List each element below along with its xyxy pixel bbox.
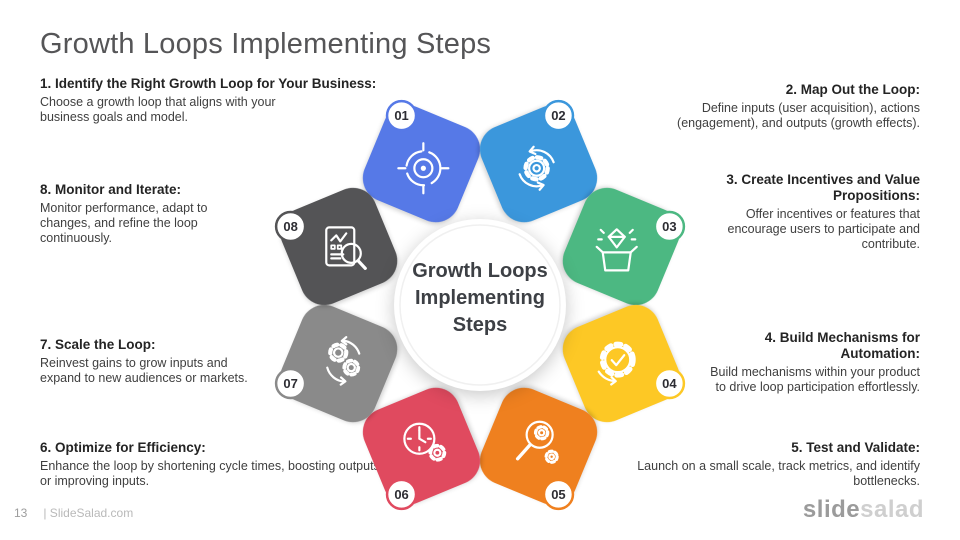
step-block-6: 6. Optimize for Efficiency: Enhance the … [40,440,420,489]
step-8-description: Monitor performance, adapt to changes, a… [40,201,208,245]
footer-source-link[interactable]: | SlideSalad.com [43,506,134,520]
center-title-line3: Steps [452,314,508,336]
step-2-title: 2. Map Out the Loop: [785,82,920,97]
step-number-badge-label: 06 [394,487,408,502]
center-title-line2: Implementing [414,287,545,309]
petal-step-05: 05 [479,387,598,511]
petal-shape [362,105,481,223]
step-block-3: 3. Create Incentives and Value Propositi… [580,172,920,252]
step-2-description: Define inputs (user acquisition), action… [677,101,920,131]
petal-shape [479,105,598,223]
petal-shape [280,304,398,423]
step-number-badge-label: 07 [283,376,297,391]
diagram-center-circle [394,219,566,391]
petal-step-04: 04 [562,304,686,423]
step-number-badge [274,367,307,400]
step-number-badge [274,210,307,243]
step-6-title: 6. Optimize for Efficiency: [40,440,206,455]
step-number-badge-label: 08 [283,219,297,234]
step-block-7: 7. Scale the Loop: Reinvest gains to gro… [40,337,380,386]
step-1-description: Choose a growth loop that aligns with yo… [40,95,276,125]
step-6-description: Enhance the loop by shortening cycle tim… [40,459,384,489]
step-number-badge-label: 02 [551,108,565,123]
petal-step-02: 02 [479,99,598,223]
logo-part-slide: slide [802,496,861,523]
slidesalad-logo: slidesalad [803,496,924,524]
step-number-badge [385,478,418,511]
step-number-badge [542,478,575,511]
page-number: 13 [14,506,28,520]
petal-step-03: 03 [562,187,686,306]
step-number-badge [653,210,686,243]
step-number-badge-label: 03 [662,219,676,234]
step-3-title: 3. Create Incentives and Value Propositi… [726,172,920,204]
step-block-1: 1. Identify the Right Growth Loop for Yo… [40,76,380,125]
step-5-description: Launch on a small scale, track metrics, … [637,459,920,489]
petal-shape [362,387,481,505]
step-4-title: 4. Build Mechanisms for Automation: [764,330,920,362]
logo-part-salad: salad [860,496,924,523]
step-7-description: Reinvest gains to grow inputs and expand… [40,356,248,386]
step-block-4: 4. Build Mechanisms for Automation: Buil… [580,330,920,395]
step-block-8: 8. Monitor and Iterate: Monitor performa… [40,182,380,246]
step-7-title: 7. Scale the Loop: [40,337,156,352]
petal-step-01: 01 [362,99,481,223]
slide-footer: 13 | SlideSalad.com [14,506,133,520]
step-3-description: Offer incentives or features that encour… [727,207,921,252]
petal-step-08: 08 [274,187,398,306]
petal-step-06: 06 [362,387,481,511]
petal-shape [562,304,680,423]
step-4-description: Build mechanisms within your product to … [710,365,920,395]
petal-layer: 01 02 03 04 05 06 07 08 [274,99,686,511]
step-number-badge [385,99,418,132]
growth-loop-diagram: 01 02 03 04 05 06 07 08 [274,99,686,511]
step-5-title: 5. Test and Validate: [791,440,920,455]
step-1-title: 1. Identify the Right Growth Loop for Yo… [40,76,377,91]
diagram-center-title: Growth Loops Implementing Steps [370,258,590,339]
step-number-badge-label: 04 [662,376,677,391]
petal-shape [479,387,598,505]
step-number-badge [542,99,575,132]
step-number-badge-label: 05 [551,487,565,502]
step-block-5: 5. Test and Validate: Launch on a small … [560,440,920,489]
petal-shape [562,187,680,306]
step-block-2: 2. Map Out the Loop: Define inputs (user… [580,82,920,131]
center-title-line1: Growth Loops [412,260,548,282]
step-number-badge-label: 01 [394,108,408,123]
petal-step-07: 07 [274,304,398,423]
step-8-title: 8. Monitor and Iterate: [40,182,182,197]
step-number-badge [653,367,686,400]
page-title: Growth Loops Implementing Steps [40,28,492,60]
